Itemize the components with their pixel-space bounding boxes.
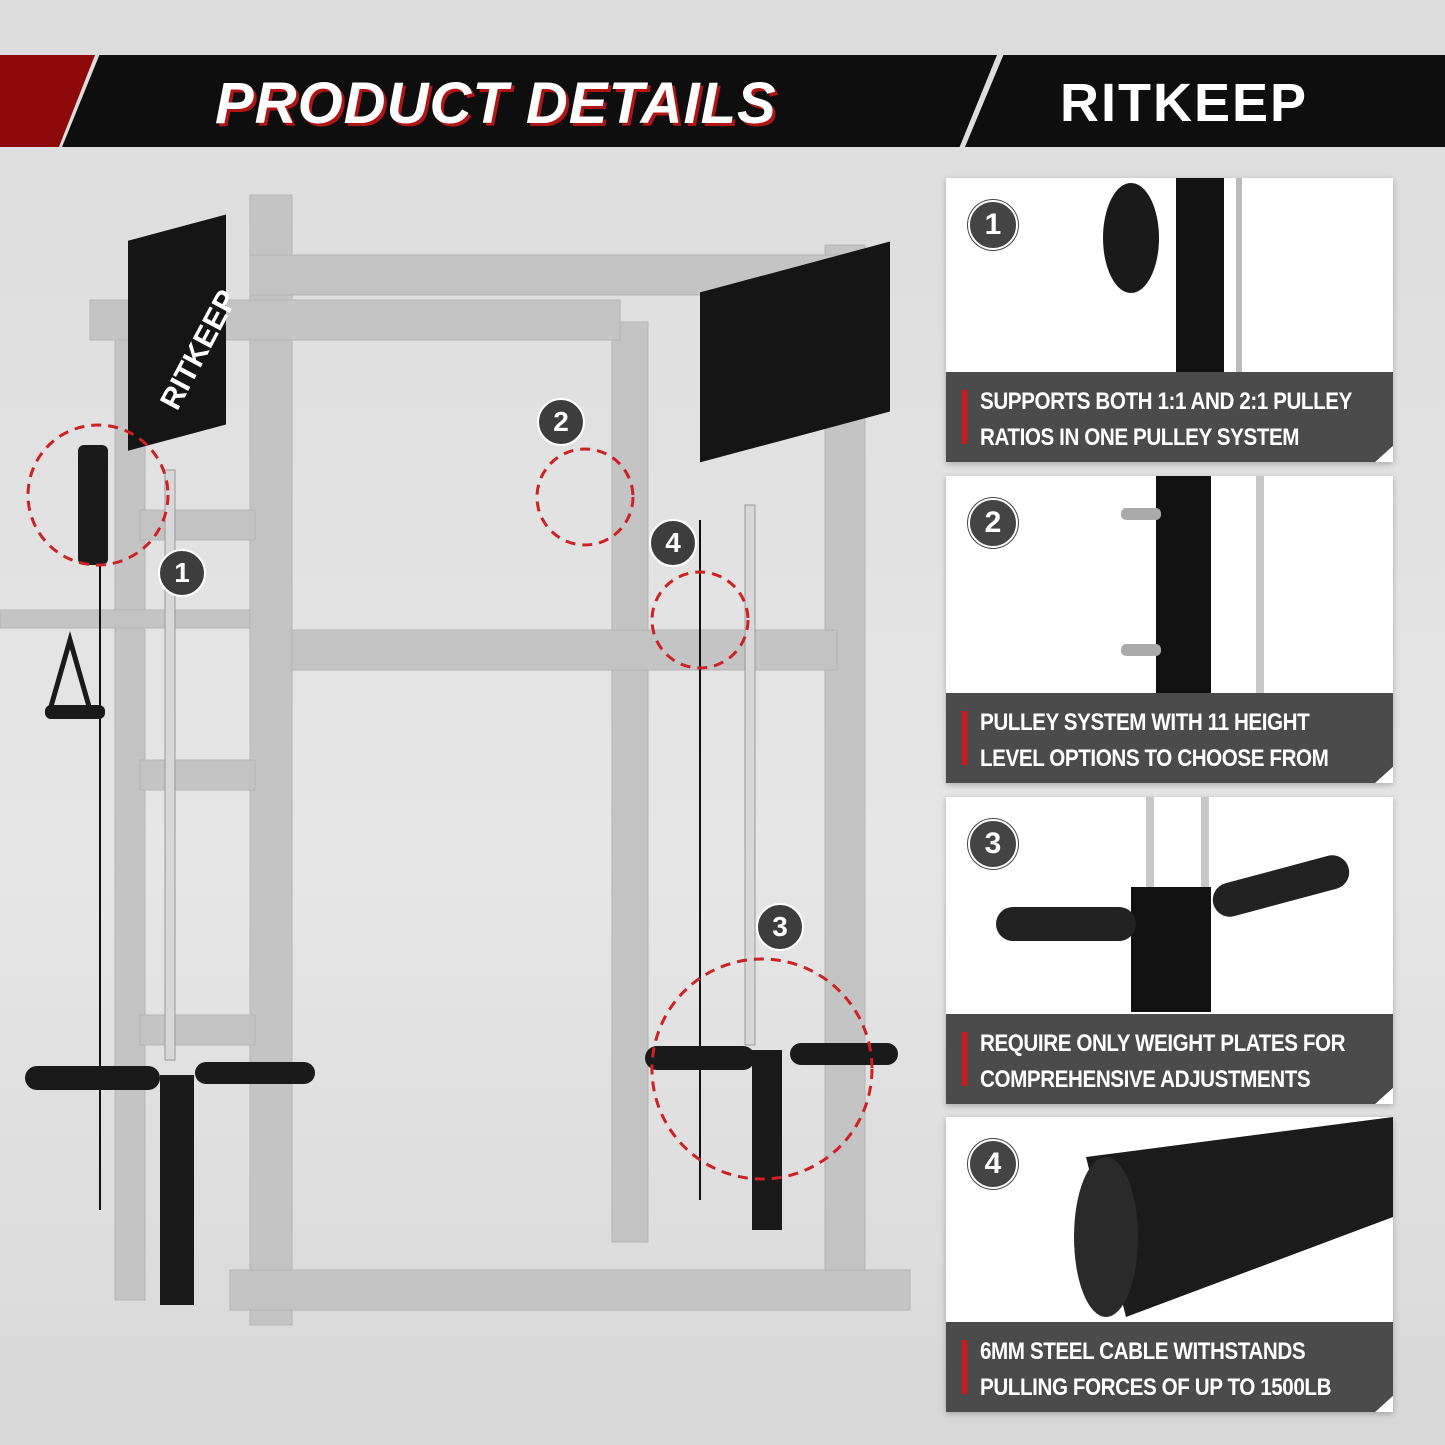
- caption-line: 6MM STEEL CABLE WITHSTANDS: [980, 1338, 1306, 1365]
- detail-panel-1: 1 SUPPORTS BOTH 1:1 AND 2:1 PULLEY RATIOS…: [946, 178, 1393, 462]
- caption-line: PULLING FORCES OF UP TO 1500LB: [980, 1374, 1332, 1401]
- caption-line: REQUIRE ONLY WEIGHT PLATES FOR: [980, 1030, 1346, 1057]
- caption-line: COMPREHENSIVE ADJUSTMENTS: [980, 1066, 1311, 1093]
- callout-circle-1: [26, 423, 170, 567]
- panel-caption: REQUIRE ONLY WEIGHT PLATES FOR COMPREHENS…: [946, 1014, 1393, 1104]
- detail-panel-3: 3 REQUIRE ONLY WEIGHT PLATES FOR COMPREHE…: [946, 797, 1393, 1104]
- detail-panel-2: 2 PULLEY SYSTEM WITH 11 HEIGHT LEVEL OPTI…: [946, 476, 1393, 783]
- page-title: PRODUCT DETAILS: [215, 71, 777, 136]
- panel-number: 2: [968, 498, 1018, 548]
- brand-logo: RITKEEP: [1060, 73, 1309, 133]
- panel-number: 4: [968, 1139, 1018, 1189]
- header-bar: [62, 55, 997, 147]
- detail-panel-4: 4 6MM STEEL CABLE WITHSTANDS PULLING FORC…: [946, 1117, 1393, 1412]
- panel-caption: 6MM STEEL CABLE WITHSTANDS PULLING FORCES…: [946, 1322, 1393, 1412]
- callout-circle-3: [650, 957, 874, 1181]
- brand-bar: [965, 55, 1445, 147]
- callout-badge-4: 4: [649, 519, 697, 567]
- callout-badge-3: 3: [756, 903, 804, 951]
- panel-number: 1: [968, 200, 1018, 250]
- smith-machine-illustration: RITKEEP: [0, 194, 911, 1326]
- top-pulley-plate-left: [128, 214, 226, 451]
- caption-line: LEVEL OPTIONS TO CHOOSE FROM: [980, 745, 1329, 772]
- callout-circle-4: [650, 570, 750, 670]
- callout-badge-2: 2: [537, 398, 585, 446]
- panel-number: 3: [968, 819, 1018, 869]
- callout-circle-2: [535, 447, 635, 547]
- caption-line: PULLEY SYSTEM WITH 11 HEIGHT: [980, 709, 1310, 736]
- panel-caption: PULLEY SYSTEM WITH 11 HEIGHT LEVEL OPTION…: [946, 693, 1393, 783]
- caption-line: SUPPORTS BOTH 1:1 AND 2:1 PULLEY: [980, 388, 1352, 415]
- panel-caption: SUPPORTS BOTH 1:1 AND 2:1 PULLEY RATIOS I…: [946, 372, 1393, 462]
- callout-badge-1: 1: [158, 549, 206, 597]
- caption-line: RATIOS IN ONE PULLEY SYSTEM: [980, 424, 1300, 451]
